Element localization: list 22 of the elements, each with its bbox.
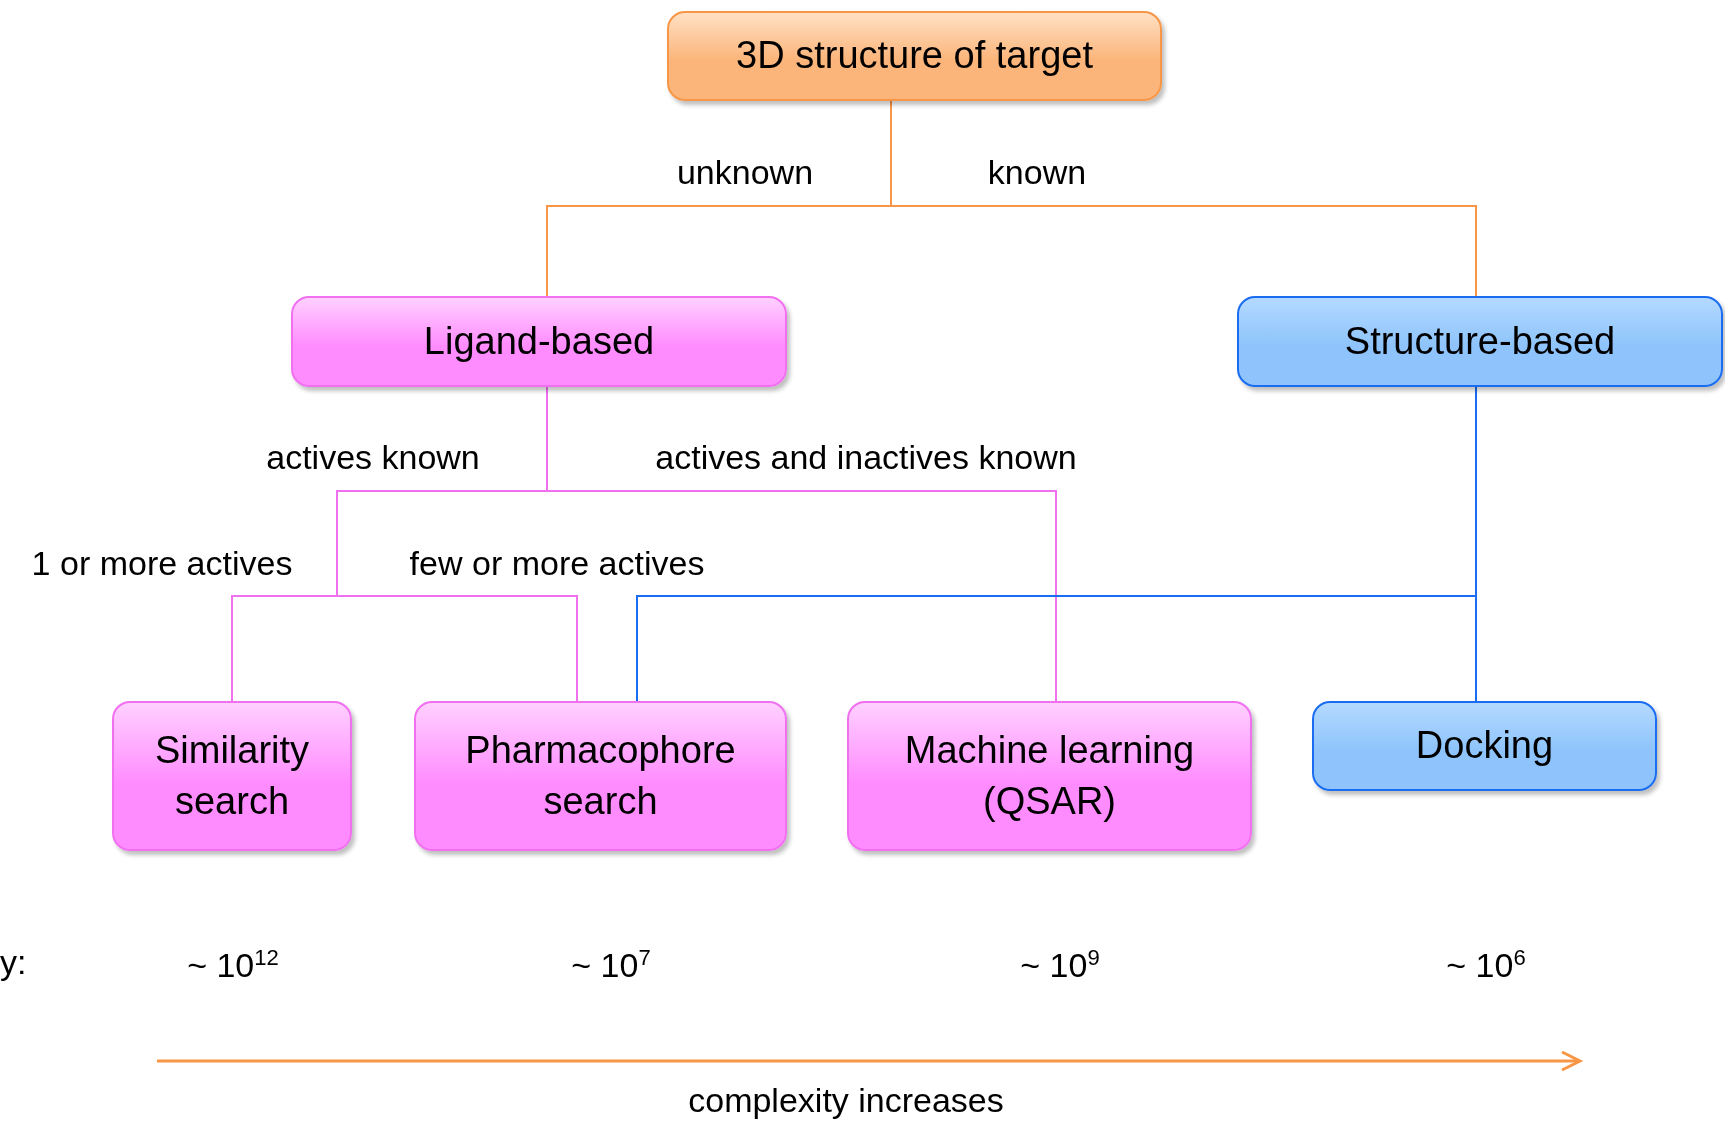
node-label: Machine learning (QSAR) — [903, 727, 1196, 824]
node-label: 3D structure of target — [735, 33, 1094, 79]
connector-line — [1475, 386, 1477, 702]
structure-based-box — [1237, 296, 1723, 387]
node-label: Structure-based — [1343, 318, 1617, 364]
node-label: Ligand-based — [422, 318, 656, 364]
node-label: Pharmacophore search — [464, 727, 737, 824]
target-structure-box — [667, 11, 1162, 101]
method-box — [1312, 701, 1657, 791]
method-box — [414, 701, 787, 851]
branch-label: actives known — [266, 437, 480, 477]
axis-caption: complexity increases — [688, 1080, 1004, 1120]
node-label: Docking — [1414, 723, 1555, 769]
method-box — [847, 701, 1252, 851]
count-label: ~ 10$^{6}$ — [1446, 944, 1526, 986]
method-box — [112, 701, 352, 851]
axis-label: y: — [0, 942, 27, 982]
count-label: ~ 10$^{12}$ — [187, 944, 279, 986]
node-label: Similarity search — [153, 727, 311, 824]
count-label: ~ 10$^{9}$ — [1020, 944, 1100, 986]
ligand-based-box — [291, 296, 787, 387]
count-label: ~ 10$^{7}$ — [571, 944, 651, 986]
